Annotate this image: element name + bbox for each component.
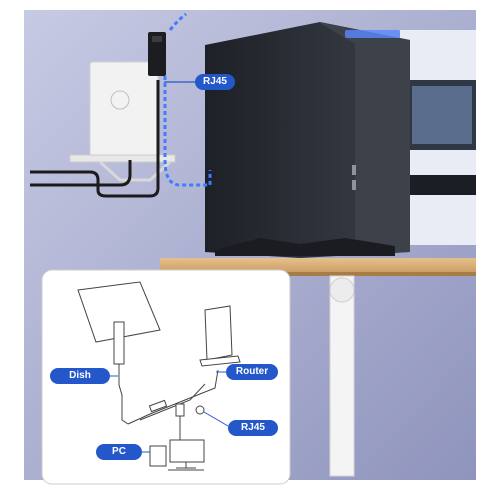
background-device: [405, 175, 476, 195]
rj45-plug-sketch: [175, 403, 185, 417]
dish-sketch: [77, 281, 161, 343]
router-logo: [110, 90, 130, 110]
wall-shelf: [69, 154, 176, 163]
background-monitor-screen: [412, 86, 472, 144]
pc-case-sketch: [149, 445, 167, 467]
router-device: [89, 61, 159, 158]
pc-tower-front: [318, 22, 410, 255]
pc-tower-light: [345, 30, 400, 38]
pc-stand: [215, 238, 395, 256]
dish-mast: [113, 321, 125, 365]
dish-label: Dish: [50, 368, 110, 384]
harness-cable: [127, 369, 219, 425]
rj45-marker: [195, 405, 205, 415]
pc-port: [352, 180, 356, 190]
power-adapter-plug: [152, 36, 162, 42]
router-base-sketch: [199, 355, 241, 367]
led-cable: [168, 12, 187, 31]
router-label: Router: [226, 364, 278, 380]
rj45-label: RJ45: [228, 420, 278, 436]
shelf-bracket: [98, 160, 172, 182]
callout-line: [203, 411, 229, 427]
harness-cable: [139, 383, 206, 421]
desk-edge: [160, 272, 476, 276]
router-sketch: [204, 305, 233, 361]
connector-sketch: [148, 399, 168, 413]
rj45-callout-label: RJ45: [195, 74, 235, 90]
desk-leg: [329, 275, 355, 477]
black-cable: [30, 80, 160, 198]
pc-monitor-sketch: [169, 439, 205, 463]
black-cable: [30, 160, 132, 187]
pc-port: [352, 165, 356, 175]
pc-label: PC: [96, 444, 142, 460]
pc-monitor-stand: [176, 462, 196, 469]
dish-cable: [118, 364, 129, 425]
power-adapter: [148, 32, 166, 76]
led-cable: [163, 76, 212, 187]
desk-bracket: [329, 277, 355, 303]
